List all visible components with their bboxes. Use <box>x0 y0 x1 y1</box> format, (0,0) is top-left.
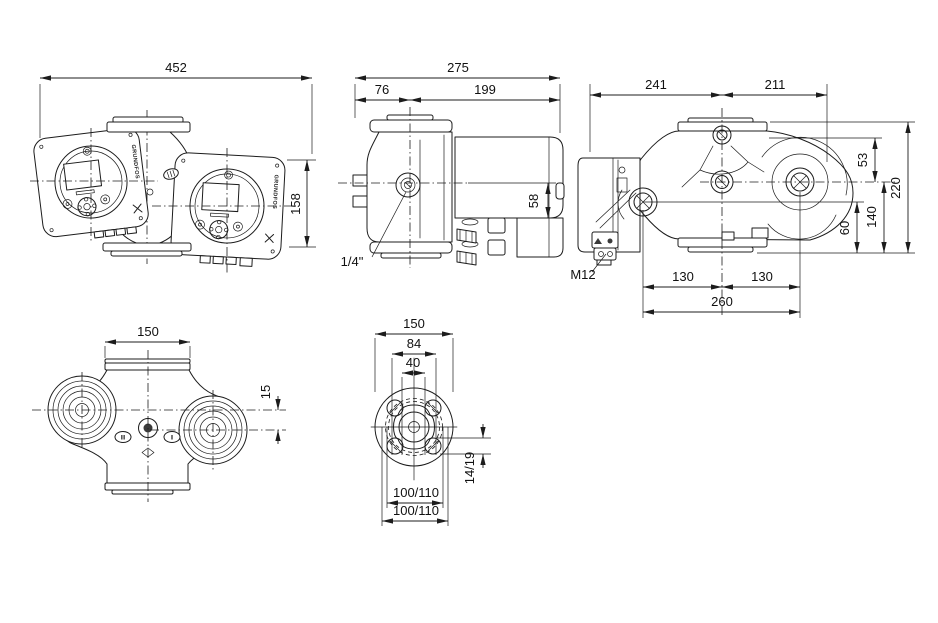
pump-head-left: GRUNDFOS <box>33 127 149 239</box>
dim-flange-bolt-circle-2: 100/110 <box>393 503 439 518</box>
display-screen <box>201 182 240 213</box>
dim-side-left: 76 <box>375 82 389 97</box>
control-box <box>454 136 564 219</box>
vent-badge <box>163 168 179 180</box>
dim-front-width: 452 <box>165 60 187 75</box>
grundfos-x-icon <box>132 203 143 214</box>
menu-button <box>100 194 111 205</box>
dim-top-53: 53 <box>855 153 870 167</box>
dim-top-260: 260 <box>711 294 733 309</box>
dim-front-height: 158 <box>288 193 303 215</box>
head-badge-left: II <box>114 431 132 443</box>
vent-size-label: 1/4" <box>341 254 364 269</box>
dim-flange-84: 84 <box>407 336 421 351</box>
dim-flange-40: 40 <box>406 355 420 370</box>
front-view: GRUNDFOS <box>30 60 316 274</box>
side-view: 1/4" 275 76 199 58 <box>338 60 565 269</box>
display-screen <box>63 159 103 191</box>
pump-head-right: GRUNDFOS <box>170 152 286 267</box>
terminal-box <box>516 217 564 258</box>
dim-top-220: 220 <box>888 177 903 199</box>
dim-top-60: 60 <box>837 221 852 235</box>
dim-flange-hole: 14/19 <box>462 452 477 485</box>
dim-top-130-right: 130 <box>751 269 773 284</box>
dim-flange-od: 150 <box>403 316 425 331</box>
m12-label: M12 <box>570 267 595 282</box>
flange-view: 150 84 40 14/19 100/110 100/110 <box>370 316 491 526</box>
bottom-view: II I 150 15 <box>32 324 286 502</box>
cable-glands <box>456 217 506 266</box>
grundfos-logo-text: GRUNDFOS <box>271 174 279 209</box>
dim-top-right: 211 <box>765 77 786 92</box>
dim-side-right: 199 <box>474 82 496 97</box>
dim-side-total: 275 <box>447 60 469 75</box>
housing-outline <box>632 130 854 241</box>
dim-top-left: 241 <box>645 77 667 92</box>
home-button <box>62 199 73 209</box>
grundfos-logo-text: GRUNDFOS <box>130 144 140 179</box>
screw-icon <box>224 170 233 180</box>
svg-text:I: I <box>171 435 173 442</box>
m12-connector <box>591 231 619 266</box>
head-badge-right: I <box>163 431 181 443</box>
dim-bottom-width: 150 <box>137 324 159 339</box>
home-button <box>195 219 205 230</box>
top-view: 241 211 53 220 140 60 130 130 260 M12 <box>570 77 915 318</box>
dim-flange-bolt-circle-1: 100/110 <box>393 485 439 500</box>
dim-side-box-height: 58 <box>526 194 541 208</box>
dim-top-140: 140 <box>864 206 879 228</box>
bottom-flange <box>102 242 192 252</box>
svg-text:II: II <box>121 435 125 442</box>
dim-bottom-offset: 15 <box>258 385 273 399</box>
menu-button <box>233 221 243 232</box>
dim-top-130-left: 130 <box>672 269 694 284</box>
grundfos-x-icon <box>264 233 275 243</box>
